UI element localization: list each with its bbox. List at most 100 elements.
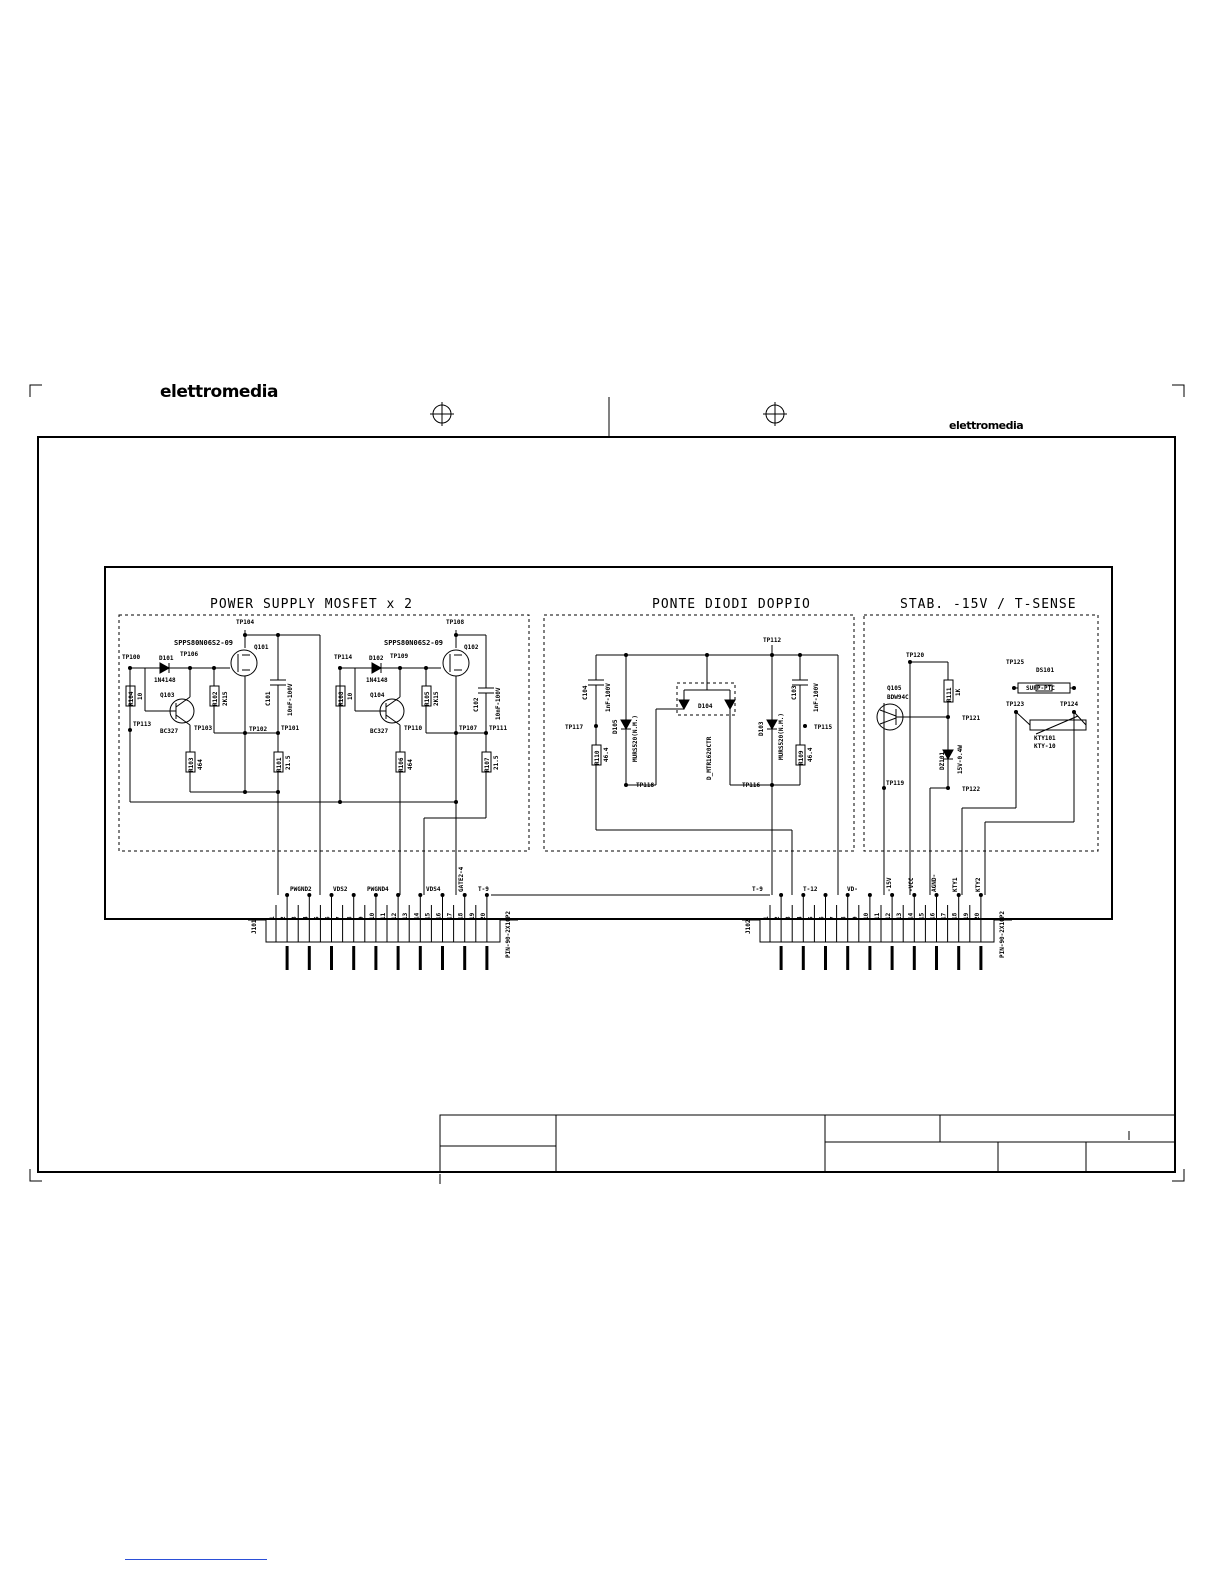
stab-tsense	[876, 661, 1087, 895]
j102-pin-junction	[867, 893, 872, 897]
q105-part-label: BDW94C	[887, 694, 909, 701]
j101-pin-junction	[329, 893, 334, 897]
r104-value-label: 10	[137, 692, 144, 700]
j102-pin-number: 18	[952, 912, 959, 920]
j102-pin-number: 1	[763, 916, 770, 920]
d105-ref-label: D105	[612, 719, 619, 734]
r105-ref-label: R105	[424, 691, 431, 706]
j102-pin-number: 9	[852, 916, 859, 920]
r101-value-label: 21.5	[285, 755, 292, 770]
tp122-label: TP122	[962, 786, 980, 793]
q102-ref-label: Q102	[464, 644, 479, 651]
mosfet-stage-b	[335, 630, 494, 895]
q101-ref-label: Q101	[254, 644, 269, 651]
q104-ref-label: Q104	[370, 692, 385, 699]
j101-net-t9: T-9	[478, 886, 489, 893]
j101-pin-junction	[307, 893, 312, 897]
j102-pin-junction	[912, 893, 917, 897]
dz101-ref-label: DZ101	[939, 752, 946, 770]
q103-ref-label: Q103	[160, 692, 175, 699]
j101-net-vds4: VDS4	[426, 886, 441, 893]
tp125-label: TP125	[1006, 659, 1024, 666]
tp116-label: TP116	[742, 782, 760, 789]
c103-value-label: 1nF-100V	[813, 683, 820, 712]
j101-net-pwgnd2: PWGND2	[290, 886, 312, 893]
j101-pin-number: 6	[325, 916, 332, 920]
d104-ref-label: D104	[698, 703, 713, 710]
j102-pin-number: 20	[974, 912, 981, 920]
d104-part-label: D_MTR1620CTR	[706, 736, 713, 780]
dz101-value-label: 15V-0.4W	[957, 745, 964, 774]
j102-pin-number: 11	[874, 912, 881, 920]
c103-ref-label: C103	[791, 685, 798, 700]
j102-pin-number: 14	[907, 912, 914, 920]
kty101-value-label: KTY-10	[1034, 743, 1056, 750]
c104-ref-label: C104	[582, 685, 589, 700]
j102-net-kty1: KTY1	[952, 877, 959, 892]
tp114-label: TP114	[334, 654, 352, 661]
footer-rule	[125, 1559, 267, 1560]
r108-ref-label: R108	[338, 691, 345, 706]
section-title-stab: STAB. -15V / T-SENSE	[900, 597, 1077, 612]
mosfet-stage-a-dots	[128, 633, 280, 794]
j101-pin-number: 10	[369, 912, 376, 920]
j101-pin-junction	[396, 893, 401, 897]
j101-pin-junction	[351, 893, 356, 897]
title-block	[439, 1114, 1176, 1173]
tp107-label: TP107	[459, 725, 477, 732]
brand-logo-left: elettromedia	[160, 382, 278, 402]
r110-ref-label: R110	[594, 750, 601, 765]
section-title-mosfet: POWER SUPPLY MOSFET x 2	[210, 597, 413, 612]
j102-pin-number: 4	[796, 916, 803, 920]
diode-bridge-dots	[594, 653, 807, 787]
tp110-label: TP110	[404, 725, 422, 732]
d101-value-label: 1N4148	[154, 677, 176, 684]
tp113-label: TP113	[133, 721, 151, 728]
tp112-label: TP112	[763, 637, 781, 644]
j101-pin-number: 15	[424, 912, 431, 920]
tp103-label: TP103	[194, 725, 212, 732]
j101-pin-number: 16	[436, 912, 443, 920]
j101-net-vds2: VDS2	[333, 886, 348, 893]
r103-value-label: 464	[197, 759, 204, 770]
j102-pin-number: 12	[885, 912, 892, 920]
j102-pin-number: 19	[963, 912, 970, 920]
d101-ref-label: D101	[159, 655, 174, 662]
j101-pin-number: 3	[291, 916, 298, 920]
diode-bridge	[588, 645, 839, 895]
q104-part-label: BC327	[370, 728, 388, 735]
q105-ref-label: Q105	[887, 685, 902, 692]
drawing-frame	[37, 436, 1176, 1173]
stab-tsense-labels: TP120 Q105 BDW94C TP121 TP119 TP122 TP12…	[886, 652, 1078, 793]
r110-value-label: 46.4	[603, 747, 610, 762]
j102-net-vd: VD-	[847, 886, 858, 893]
tp118-label: TP118	[636, 782, 654, 789]
mosfet-stage-b-labels: TP108 SPPS80N06S2-09 Q102 TP114 D102 TP1…	[334, 619, 507, 772]
tp123-label: TP123	[1006, 701, 1024, 708]
j101-pin-number: 12	[391, 912, 398, 920]
j102-pin-number: 2	[774, 916, 781, 920]
tp101-label: TP101	[281, 725, 299, 732]
r101-ref-label: R101	[276, 757, 283, 772]
c101-ref-label: C101	[265, 691, 272, 706]
j102-pin-junction	[779, 893, 784, 897]
j102-pin-number: 3	[785, 916, 792, 920]
j101-pin-junction	[440, 893, 445, 897]
j101-pin-number: 4	[302, 916, 309, 920]
j102-part-label: PIN-90-2X10P2	[999, 911, 1006, 958]
board-outline	[104, 566, 1113, 920]
r102-value-label: 2K15	[222, 691, 229, 706]
tp115-label: TP115	[814, 724, 832, 731]
d103-value-label: MURS520(N.M.)	[778, 713, 785, 760]
j101-pin-number: 1	[269, 916, 276, 920]
r103-ref-label: R103	[188, 757, 195, 772]
section-stab-box	[863, 614, 1099, 852]
j102-pin-junction	[823, 893, 828, 897]
j101-pin-number: 11	[380, 912, 387, 920]
c104-value-label: 1nF-100V	[605, 683, 612, 712]
j102-pin-junction	[934, 893, 939, 897]
ds101-ref-label: DS101	[1036, 667, 1054, 674]
